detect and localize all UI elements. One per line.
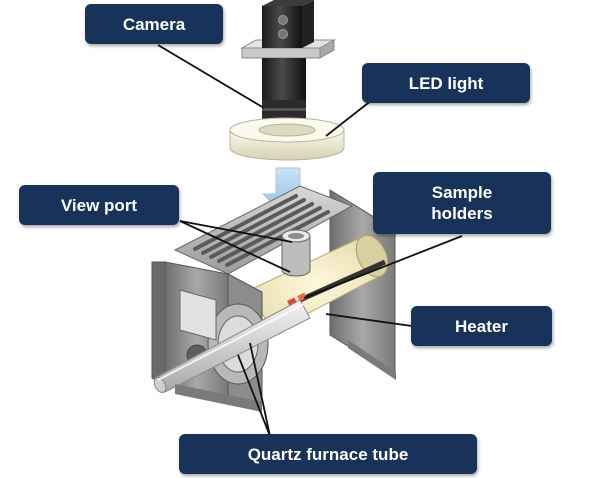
camera-label-text: Camera bbox=[122, 14, 186, 34]
quartz-furnace-tube-label: Quartz furnace tube bbox=[179, 434, 477, 474]
sample-holders-leader-line bbox=[303, 235, 463, 299]
quartz-furnace-tube-label-text: Quartz furnace tube bbox=[247, 444, 409, 464]
heater-label-text: Heater bbox=[455, 316, 508, 336]
led-light-label-text: LED light bbox=[408, 73, 484, 93]
quartz-leader-line-2 bbox=[249, 342, 271, 437]
furnace-body bbox=[151, 185, 396, 412]
sample-holders-label-line2: holders bbox=[431, 204, 493, 223]
sample-holders-label-line1: Sample bbox=[431, 183, 493, 202]
led-ring-light bbox=[229, 117, 345, 161]
camera-assembly bbox=[240, 0, 336, 130]
view-port-label: View port bbox=[19, 185, 179, 225]
heater-leader-line bbox=[325, 313, 413, 327]
led-light-label: LED light bbox=[362, 63, 530, 103]
view-port-label-text: View port bbox=[60, 195, 138, 215]
quartz-leader-line-1 bbox=[237, 354, 271, 437]
sample-holders-label: Sample holders bbox=[373, 172, 551, 234]
camera-label: Camera bbox=[85, 4, 223, 44]
view-port-leader-line-2 bbox=[179, 220, 291, 273]
camera-leader-line bbox=[157, 44, 265, 109]
heater-label: Heater bbox=[411, 306, 552, 346]
leader-lines bbox=[157, 44, 463, 437]
led-leader-line bbox=[325, 99, 373, 137]
view-port-leader-line-1 bbox=[179, 220, 293, 243]
